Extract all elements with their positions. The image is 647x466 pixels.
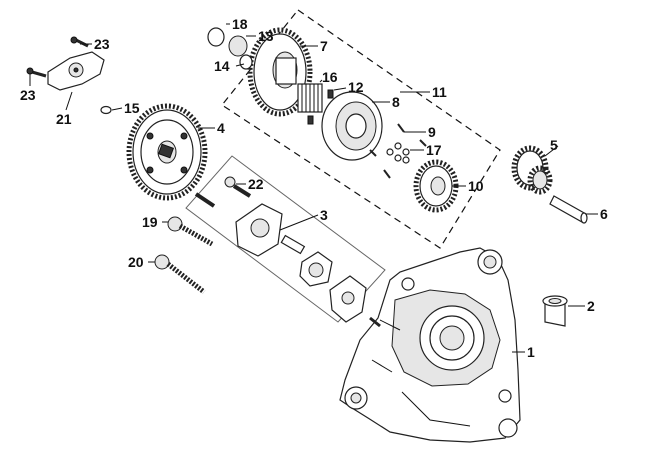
part-12-pin-b — [307, 115, 314, 125]
part-13-bearing — [228, 35, 248, 57]
part-19-bolt — [167, 216, 214, 247]
part-9-springs — [369, 123, 427, 179]
callout-18: 18 — [232, 16, 248, 32]
callout-3: 3 — [320, 207, 328, 223]
leader-lines — [29, 23, 598, 353]
part-3-oil-pump — [235, 203, 381, 328]
callout-22: 22 — [248, 176, 264, 192]
callout-10: 10 — [468, 178, 484, 194]
assembly-3-box — [185, 155, 386, 323]
callout-8: 8 — [392, 94, 400, 110]
callout-1: 1 — [527, 344, 535, 360]
part-6-shaft — [549, 195, 588, 224]
part-18-seal — [207, 27, 225, 47]
part-20-bolt — [154, 254, 206, 294]
part-2-bushing — [542, 295, 568, 327]
callout-5: 5 — [550, 137, 558, 153]
part-4-large-gear — [126, 103, 208, 201]
callout-11: 11 — [432, 84, 447, 100]
callout-12: 12 — [348, 79, 364, 95]
part-14-washer — [239, 54, 253, 70]
callout-15: 15 — [124, 100, 140, 116]
callout-14: 14 — [214, 58, 230, 74]
callout-20: 20 — [128, 254, 144, 270]
part-10-gear — [413, 159, 459, 213]
callout-19: 19 — [142, 214, 158, 230]
callout-6: 6 — [600, 206, 608, 222]
part-16-needle-bearing — [297, 83, 323, 113]
callout-4: 4 — [217, 120, 225, 136]
part-15-oring — [100, 105, 112, 115]
callout-17: 17 — [426, 142, 442, 158]
callout-7: 7 — [320, 38, 328, 54]
part-23-screw-upper — [70, 36, 89, 48]
part-5-gear — [511, 145, 553, 195]
part-12-pin — [327, 89, 334, 99]
callout-23-lower: 23 — [20, 87, 36, 103]
callout-labels: 1 2 3 4 5 6 7 8 9 10 11 12 13 14 15 16 1… — [20, 16, 608, 360]
part-7-gear — [247, 27, 313, 117]
part-22-bolt — [194, 176, 252, 208]
callout-21: 21 — [56, 111, 72, 127]
part-1-crankcase-cover — [339, 247, 521, 443]
part-21-plate — [47, 51, 105, 91]
callout-23-upper: 23 — [94, 36, 110, 52]
callout-16: 16 — [322, 69, 338, 85]
assembly-11-dashed-box — [221, 9, 501, 249]
callout-2: 2 — [587, 298, 595, 314]
part-17-rollers — [386, 142, 410, 164]
part-8-housing — [321, 91, 383, 161]
callout-9: 9 — [428, 124, 436, 140]
callout-13: 13 — [258, 28, 274, 44]
